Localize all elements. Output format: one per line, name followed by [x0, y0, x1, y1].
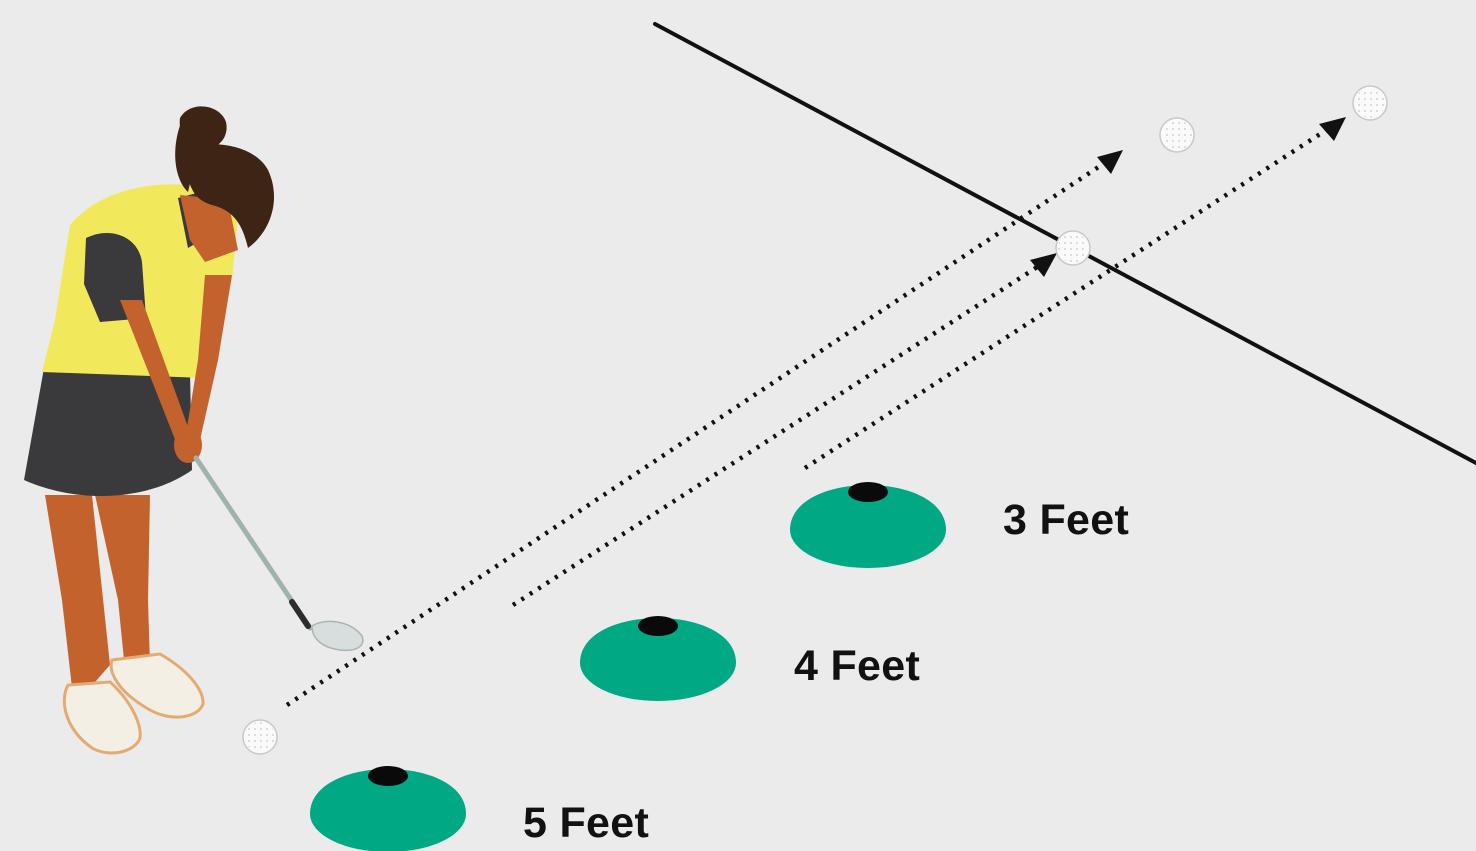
arrowhead-icon: [1097, 150, 1123, 174]
distance-label-5-feet: 5 Feet: [523, 799, 650, 847]
arrowhead-icon: [1319, 117, 1346, 141]
putt-path-middle: [511, 260, 1047, 607]
putt-path-inner: [803, 123, 1336, 470]
golf-ball-icon: [1159, 117, 1195, 153]
golfer-putting-illustration: [24, 106, 364, 755]
golf-ball-icon: [1352, 85, 1388, 121]
marker-cone-icon: [790, 482, 946, 568]
golf-ball-icon: [1055, 230, 1091, 266]
marker-cone-icon: [580, 616, 736, 701]
golf-ball-icon: [242, 719, 278, 755]
putt-path-outer: [285, 156, 1114, 707]
arrowhead-icon: [1030, 253, 1057, 277]
distance-label-3-feet: 3 Feet: [1003, 496, 1130, 544]
marker-cone-icon: [310, 766, 466, 851]
distance-label-4-feet: 4 Feet: [794, 642, 921, 690]
